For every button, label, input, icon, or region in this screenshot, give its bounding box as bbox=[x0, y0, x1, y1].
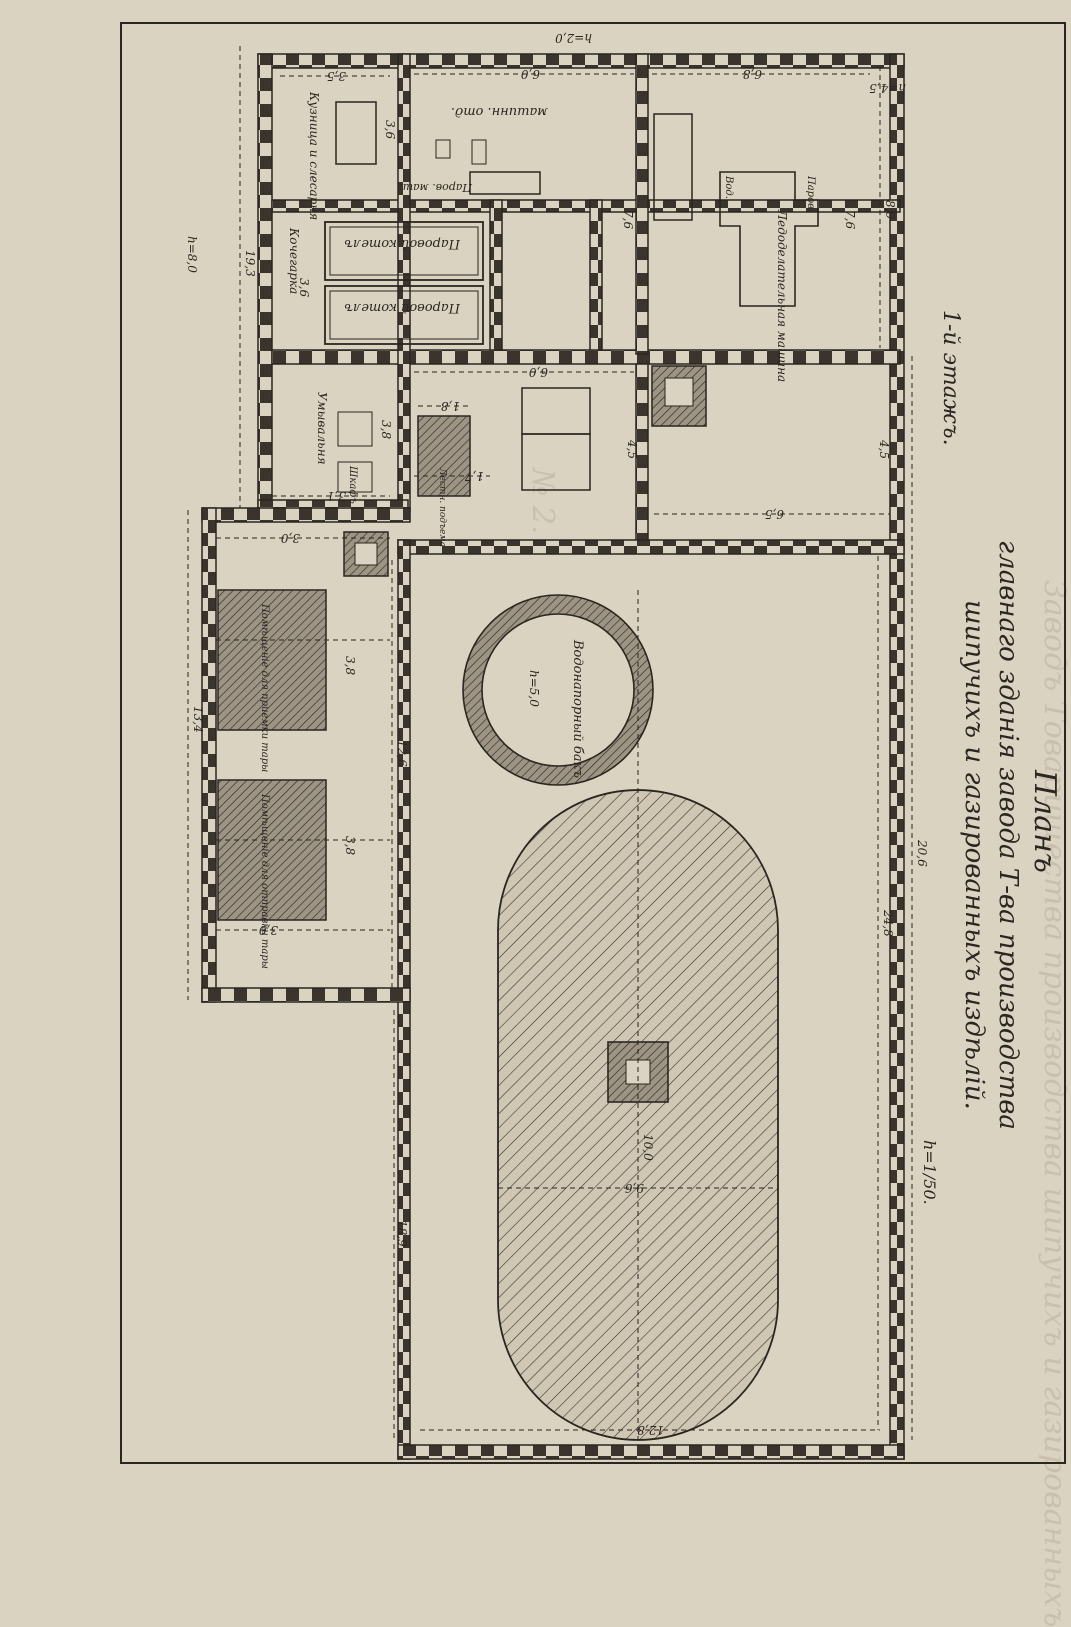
dim-12-6: 12,6 bbox=[395, 740, 409, 767]
dim-8-0: 8,0 bbox=[883, 200, 897, 219]
dim-7-6b: 7,6 bbox=[621, 210, 635, 229]
boiler-2 bbox=[324, 285, 484, 345]
steam-conn-label: Паров. bbox=[805, 175, 816, 212]
boiler-1-label: Паровой котелъ bbox=[344, 236, 461, 251]
dim-6-5: 6,5 bbox=[765, 507, 784, 521]
tank-height: h=5,0 bbox=[527, 670, 541, 707]
dim-3-0b: 3,0 bbox=[259, 923, 278, 937]
dim-3-8: 3,8 bbox=[379, 420, 393, 439]
water-conn-label: Вод. bbox=[723, 175, 734, 199]
room-machine-dept: машинн. отд. bbox=[451, 104, 548, 119]
page-border bbox=[120, 22, 1066, 1464]
dim-1-8: 1,8 bbox=[441, 399, 460, 413]
room-washroom: Умывальня bbox=[315, 392, 329, 465]
dim-4-5b: 4,5 bbox=[625, 439, 639, 459]
boiler-1 bbox=[324, 221, 484, 281]
tare-room-1 bbox=[217, 589, 327, 731]
dimension-lines bbox=[187, 46, 913, 1440]
tank-label: Водонапорный бакъ bbox=[570, 639, 585, 778]
scale-label: h=1/50. bbox=[920, 1140, 939, 1205]
dim-9-6: 9,6 bbox=[625, 1181, 644, 1195]
dim-side-left: h=8,0 bbox=[185, 236, 199, 273]
dim-3-6: 3,6 bbox=[383, 120, 397, 139]
dim-10-0: 10,0 bbox=[641, 1134, 655, 1161]
tare-room-1-label: Помѣщеніе для приемки тары bbox=[259, 603, 270, 772]
dim-13-4: 13,4 bbox=[191, 706, 205, 733]
boiler-2-label: Паровой котелъ bbox=[344, 300, 461, 315]
floor-plan: Планъ главнаго зданія завода Т-ва произв… bbox=[120, 22, 1066, 1464]
steam-machine-label: Паров. маш. bbox=[399, 181, 473, 194]
cabinet-label: Шкафъ bbox=[347, 465, 358, 504]
ice-machine bbox=[719, 171, 819, 307]
dim-1-7: 1,7 bbox=[465, 469, 484, 483]
room-forge: Кузница и слесарня bbox=[307, 91, 321, 220]
dim-3-0: 3,0 bbox=[281, 531, 300, 545]
walls bbox=[201, 53, 905, 1460]
plan-subtitle-1: главнаго зданія завода Т-ва производства bbox=[993, 540, 1023, 1130]
dim-4-5: 4,5 bbox=[877, 439, 891, 459]
dim-corner: h=4,5 bbox=[869, 81, 906, 95]
dim-3-1: 3,1 bbox=[327, 489, 346, 503]
dim-3-8c: 3,8 bbox=[343, 836, 357, 855]
plan-subtitle-2: шипучихъ и газированныхъ издѣлій. bbox=[959, 600, 989, 1110]
dim-7-6: 7,6 bbox=[843, 210, 857, 229]
tare-room-2 bbox=[217, 779, 327, 921]
dim-6-0b: 6,0 bbox=[529, 365, 548, 379]
dim-3-6b: 3,6 bbox=[297, 278, 311, 297]
dim-20-6: 20,6 bbox=[915, 839, 929, 867]
dim-6-0: 6,0 bbox=[521, 67, 540, 81]
room-boiler-house: Кочегарка bbox=[287, 227, 301, 294]
ice-machine-label: Ледоделательная машина bbox=[775, 209, 789, 382]
tare-room-2-label: Помѣщеніе для отправки тары bbox=[259, 793, 270, 969]
dim-top: h=2,0 bbox=[555, 31, 592, 45]
dim-3-8b: 3,8 bbox=[343, 656, 357, 675]
dim-18-9: 18,9 bbox=[395, 1220, 409, 1247]
dim-24-8: 24,8 bbox=[881, 909, 895, 937]
dim-3-5: 3,5 bbox=[327, 69, 346, 83]
dim-19-3: 19,3 bbox=[243, 250, 257, 277]
dim-6-8: 6,8 bbox=[743, 67, 762, 81]
stair-label: Лестн. подъема bbox=[437, 467, 447, 547]
floor-label: 1-й этажъ. bbox=[938, 310, 963, 446]
dim-12-8: 12,8 bbox=[637, 1423, 664, 1437]
plan-title: Планъ bbox=[1027, 769, 1062, 873]
